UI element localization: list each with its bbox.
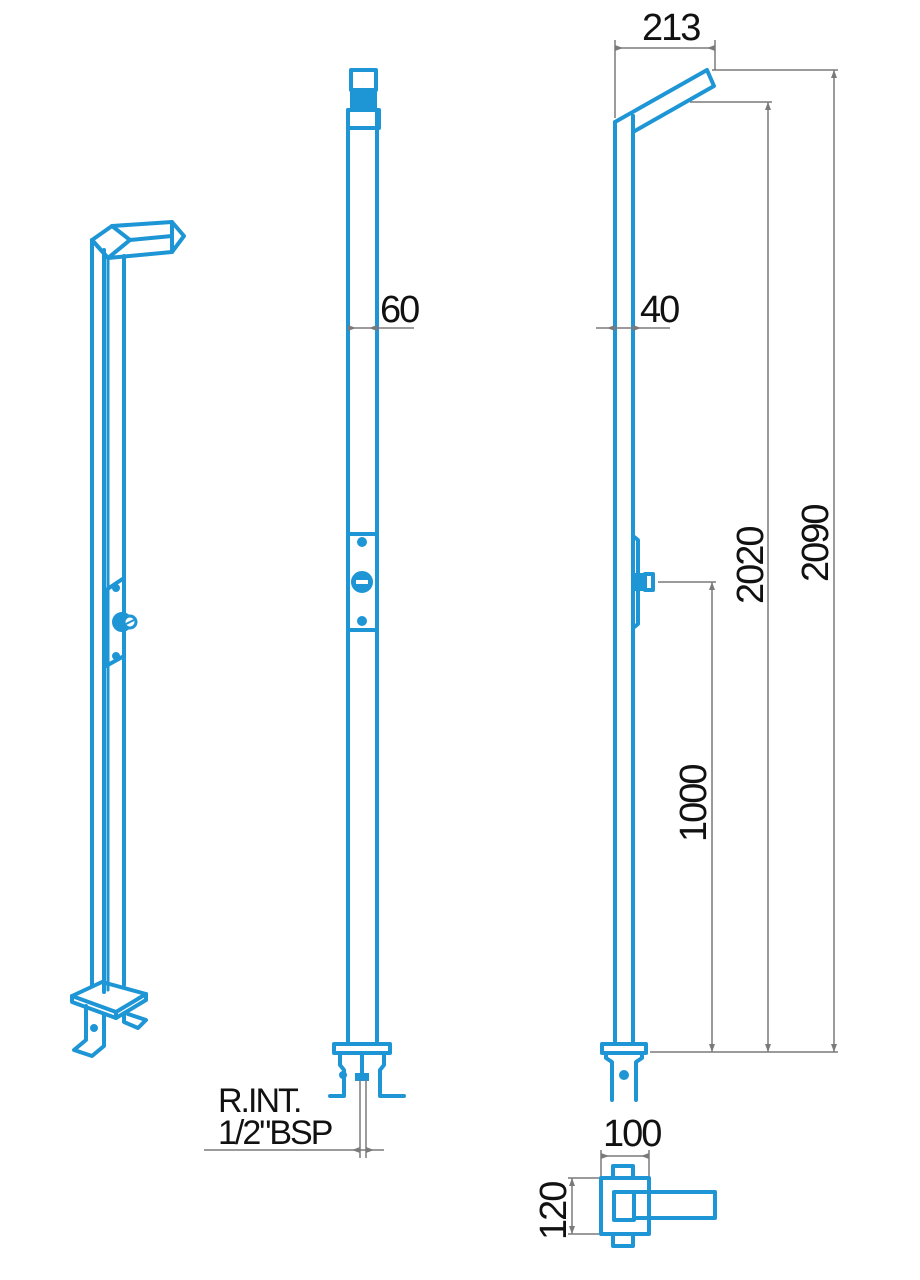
dim-height-2090-label: 2090: [795, 505, 837, 582]
dim-top-width-label: 100: [603, 1113, 661, 1155]
side-base: [600, 1042, 648, 1102]
front-base: [328, 1042, 406, 1098]
dim-head-projection: 213: [614, 7, 716, 118]
iso-base: [70, 980, 148, 1058]
side-view: 40 213 2090 2020: [596, 7, 838, 1102]
dim-top-width: 100: [600, 1113, 663, 1176]
dim-height-1000-label: 1000: [673, 765, 715, 842]
side-mixer: [631, 534, 655, 630]
iso-mixer-plate: [104, 576, 138, 668]
dim-side-width-label: 40: [640, 289, 679, 331]
dim-head-projection-label: 213: [642, 7, 700, 49]
top-view: 100 120: [533, 1113, 717, 1248]
connection-note-line2: 1/2"BSP: [218, 1114, 332, 1152]
front-view: 60 R.INT. 1/2"BSP: [204, 68, 421, 1158]
side-column: [613, 114, 635, 1046]
dim-top-depth: 120: [533, 1177, 599, 1240]
dim-connection: R.INT. 1/2"BSP: [204, 1080, 384, 1158]
connection-note-line1: R.INT.: [218, 1082, 300, 1120]
dim-height-2020-label: 2020: [730, 527, 772, 604]
dim-side-width: 40: [596, 289, 681, 331]
isometric-view: [70, 220, 186, 1058]
dim-height-2020: 2020: [730, 102, 772, 1052]
dim-front-width-label: 60: [380, 289, 419, 331]
dim-height-1000: 1000: [673, 582, 715, 1052]
side-shower-head: [613, 68, 716, 134]
dim-front-width: 60: [348, 289, 421, 331]
front-mixer-plate: [346, 532, 379, 632]
front-head-cap: [346, 68, 381, 130]
dim-top-depth-label: 120: [533, 1182, 575, 1240]
dim-height-2090: 2090: [795, 70, 837, 1052]
